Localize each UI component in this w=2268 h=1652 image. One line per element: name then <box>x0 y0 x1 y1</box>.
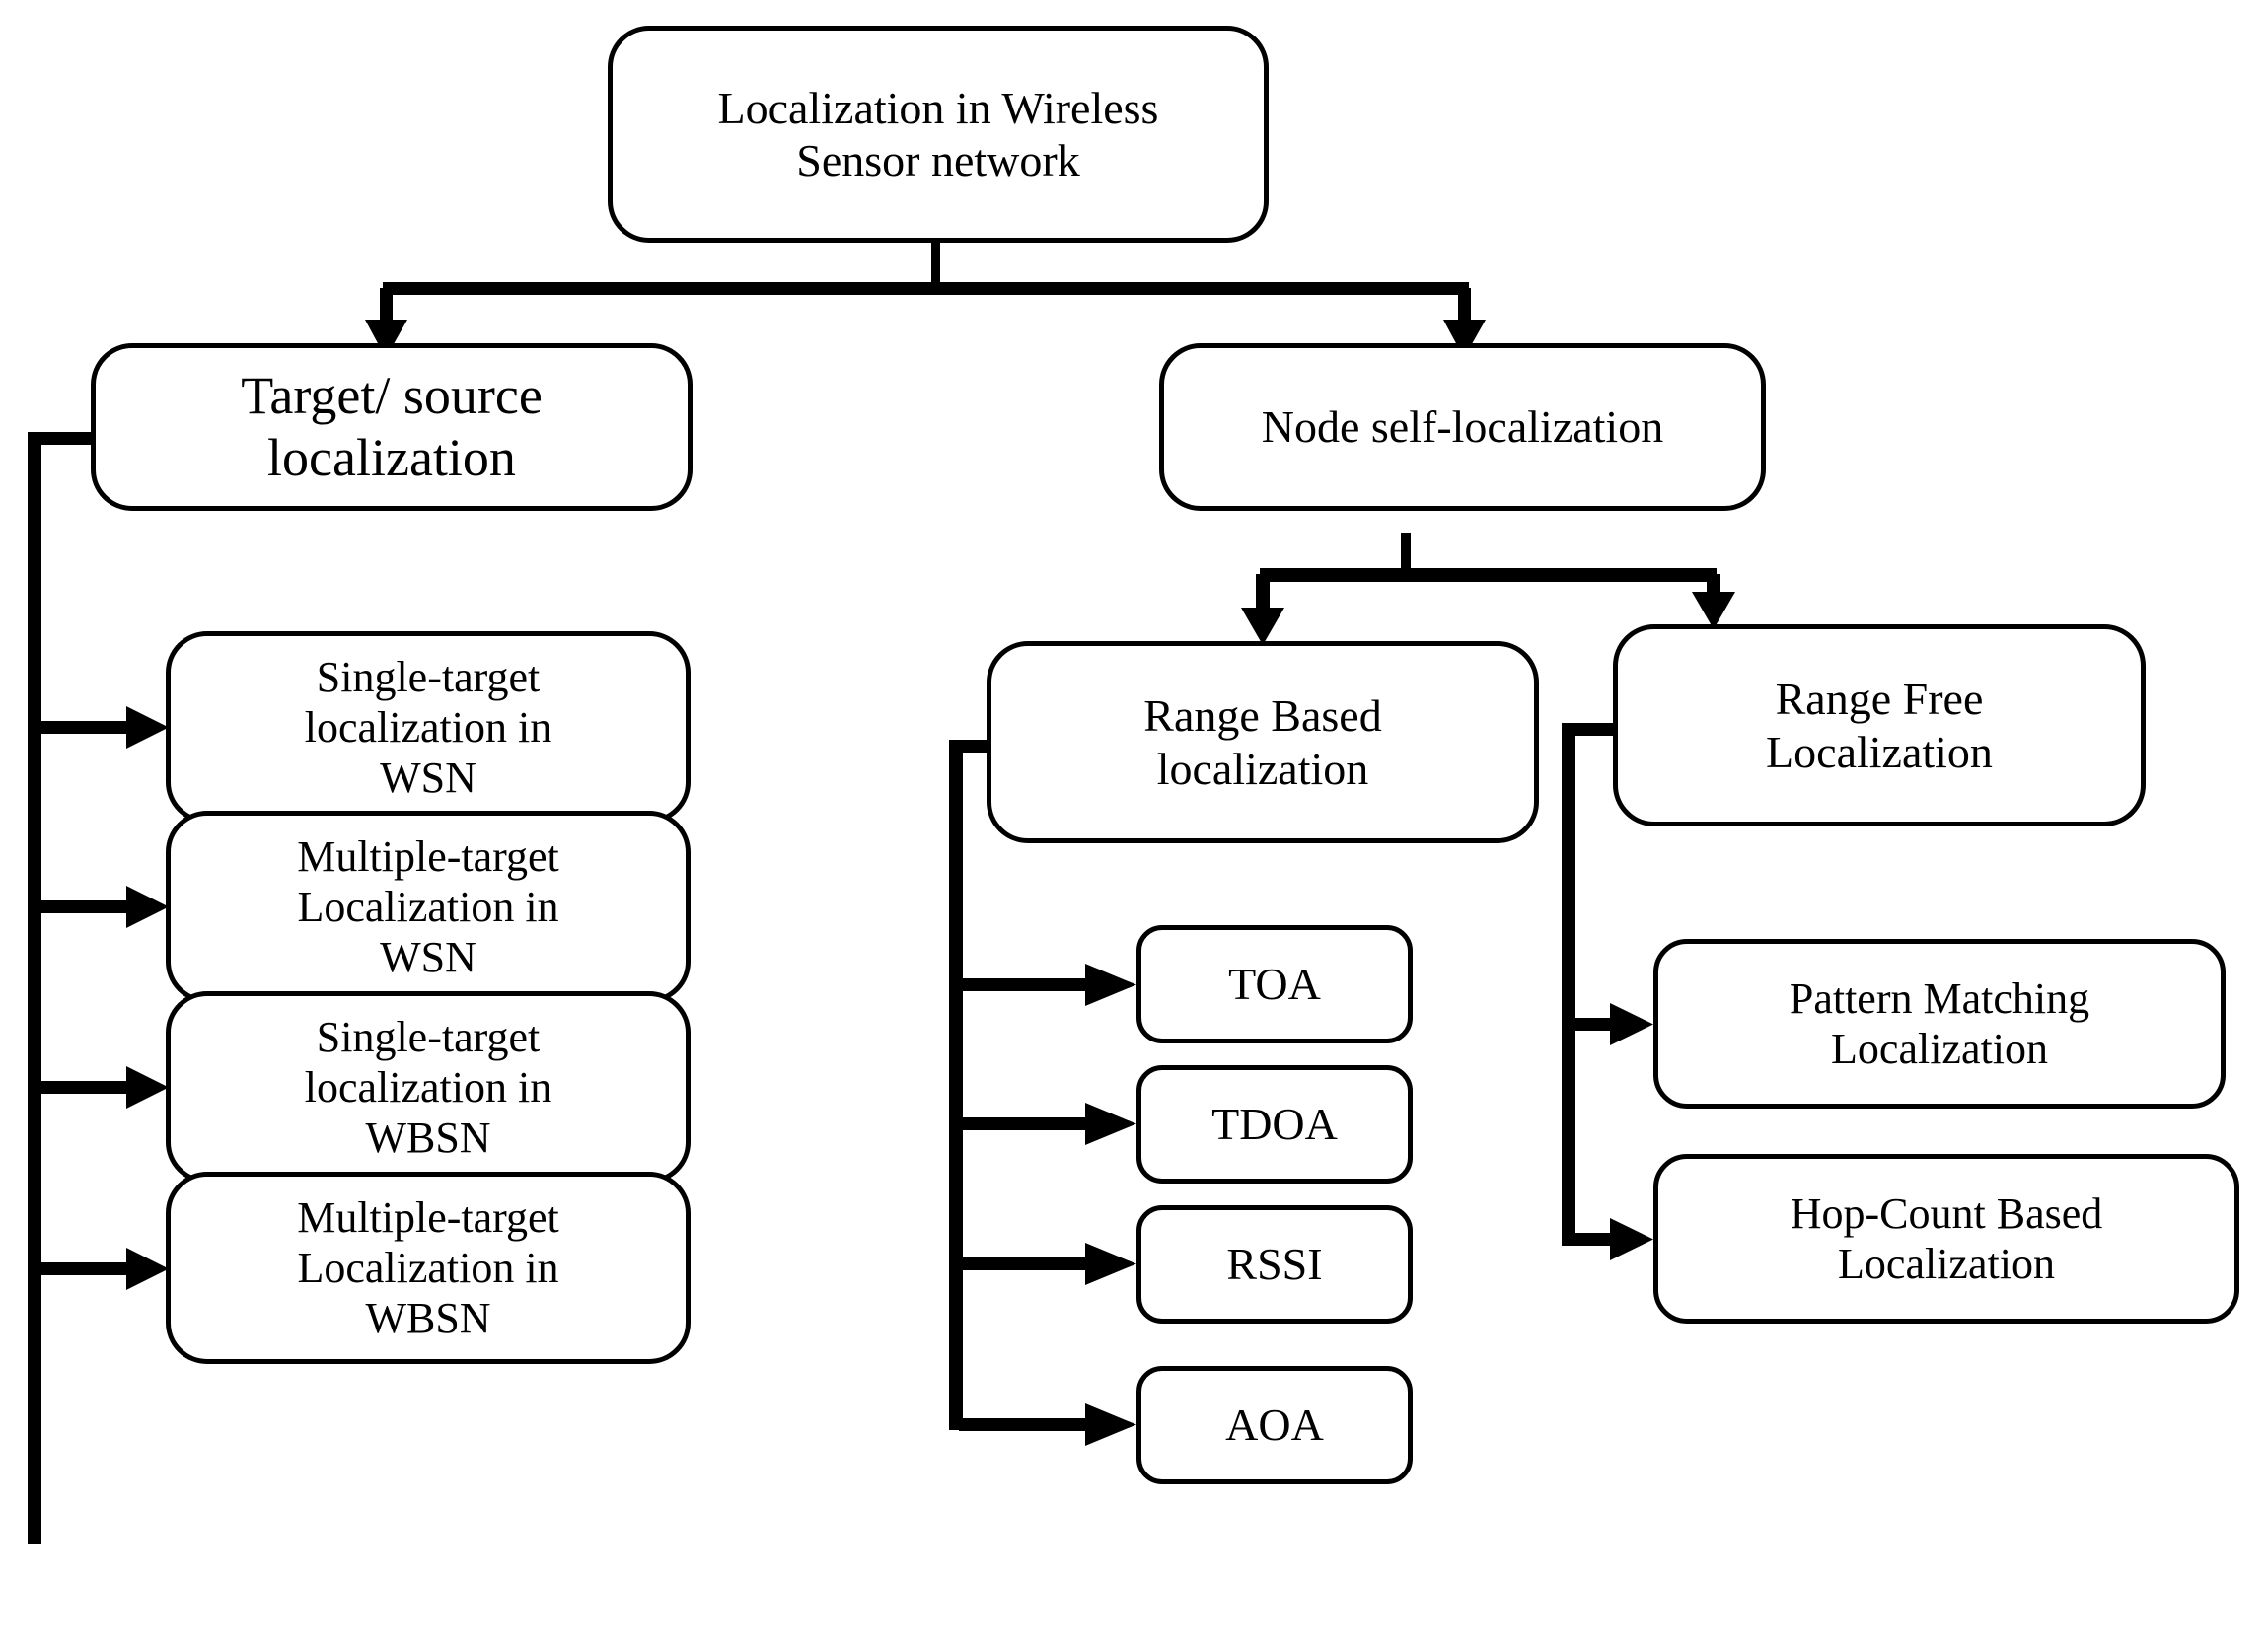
node-pattern-matching-label: Pattern Matching Localization <box>1789 973 2090 1073</box>
node-single-target-localization-wsn[interactable]: Single-target localization in WSN <box>166 631 691 824</box>
node-root-localization-in-wsn[interactable]: Localization in Wireless Sensor network <box>608 26 1269 243</box>
edge-target-source-to-children <box>28 432 169 1544</box>
node-range-based-label: Range Based localization <box>1143 690 1382 794</box>
node-root-label: Localization in Wireless Sensor network <box>717 82 1159 185</box>
node-range-free-label: Range Free Localization <box>1766 674 1993 777</box>
node-node-self-localization[interactable]: Node self-localization <box>1159 343 1766 511</box>
node-tdoa-label: TDOA <box>1211 1099 1338 1150</box>
node-single-target-wbsn-label: Single-target localization in WBSN <box>304 1012 552 1163</box>
node-toa[interactable]: TOA <box>1136 925 1413 1043</box>
node-multiple-target-localization-wsn[interactable]: Multiple-target Localization in WSN <box>166 811 691 1003</box>
node-target-source-localization[interactable]: Target/ source localization <box>91 343 693 511</box>
node-multiple-target-wsn-label: Multiple-target Localization in WSN <box>297 831 559 982</box>
node-multiple-target-wbsn-label: Multiple-target Localization in WBSN <box>297 1192 559 1343</box>
node-range-free-localization[interactable]: Range Free Localization <box>1613 624 2146 826</box>
node-single-target-localization-wbsn[interactable]: Single-target localization in WBSN <box>166 991 691 1184</box>
node-tdoa[interactable]: TDOA <box>1136 1065 1413 1184</box>
edge-range-free-to-children <box>1562 723 1653 1260</box>
node-hop-count-localization[interactable]: Hop-Count Based Localization <box>1653 1154 2239 1324</box>
edge-node-self-to-children <box>1241 533 1735 645</box>
node-range-based-localization[interactable]: Range Based localization <box>987 641 1539 843</box>
node-rssi-label: RSSI <box>1226 1239 1323 1290</box>
node-aoa-label: AOA <box>1225 1400 1324 1451</box>
node-toa-label: TOA <box>1228 959 1321 1010</box>
node-hop-count-label: Hop-Count Based Localization <box>1790 1188 2103 1288</box>
node-rssi[interactable]: RSSI <box>1136 1205 1413 1324</box>
edge-root-to-children <box>365 242 1486 358</box>
node-pattern-matching-localization[interactable]: Pattern Matching Localization <box>1653 939 2226 1109</box>
node-aoa[interactable]: AOA <box>1136 1366 1413 1484</box>
edge-range-based-to-children <box>949 740 1136 1446</box>
node-target-source-label: Target/ source localization <box>241 366 543 487</box>
node-multiple-target-localization-wbsn[interactable]: Multiple-target Localization in WBSN <box>166 1172 691 1364</box>
node-node-self-label: Node self-localization <box>1261 401 1664 453</box>
node-single-target-wsn-label: Single-target localization in WSN <box>304 652 552 803</box>
